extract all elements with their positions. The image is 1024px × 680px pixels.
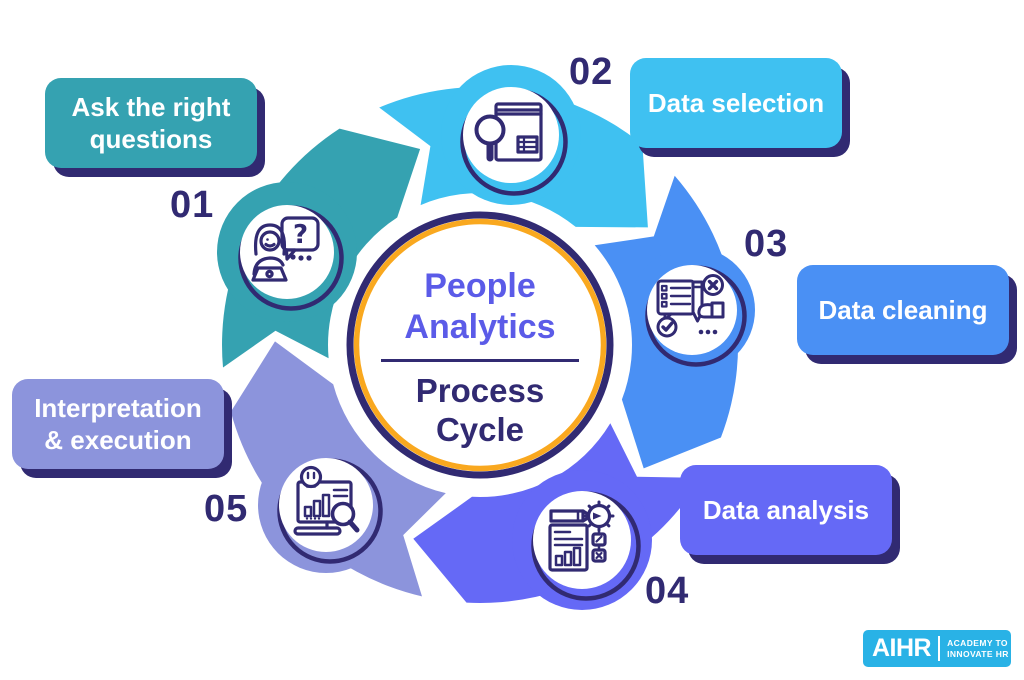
center-title: People Analytics bbox=[404, 267, 556, 346]
node-step4 bbox=[512, 470, 652, 610]
step2-label-box: Data selection bbox=[630, 58, 842, 148]
aihr-logo-divider bbox=[938, 636, 941, 661]
step5-number: 05 bbox=[204, 488, 249, 530]
center-circle-outer-ring bbox=[346, 211, 614, 479]
step1-label-box: Ask the right questions bbox=[45, 78, 257, 168]
document-magnifier-icon bbox=[474, 102, 543, 162]
step5-label-box: Interpretation & execution bbox=[12, 379, 224, 469]
aihr-logo: AIHR ACADEMY TO INNOVATE HR bbox=[863, 630, 1011, 667]
step4-number: 04 bbox=[645, 570, 690, 612]
center-subtitle: Process Cycle bbox=[415, 372, 545, 448]
step3-label-box: Data cleaning bbox=[797, 265, 1009, 355]
step3-number: 03 bbox=[744, 223, 789, 265]
step2-number: 02 bbox=[569, 51, 614, 93]
report-gear-icon bbox=[548, 500, 615, 572]
center-circle-gold-ring bbox=[353, 218, 607, 472]
aihr-logo-brand: AIHR bbox=[872, 634, 932, 662]
center-divider bbox=[381, 359, 579, 362]
node5-inner-circle bbox=[279, 458, 373, 552]
node-step3 bbox=[629, 247, 755, 373]
step1-number: 01 bbox=[170, 184, 215, 226]
node-step2 bbox=[441, 65, 581, 205]
center-text: People Analytics Process Cycle bbox=[350, 266, 610, 449]
node-step5 bbox=[258, 437, 394, 573]
aihr-logo-tagline: ACADEMY TO INNOVATE HR bbox=[947, 637, 1009, 659]
checklist-edit-icon bbox=[656, 274, 725, 338]
person-question-icon: ? bbox=[251, 216, 320, 282]
dashboard-insight-icon bbox=[293, 465, 360, 536]
node-step1: ? bbox=[217, 182, 357, 322]
question-mark-glyph: ? bbox=[293, 220, 308, 250]
step4-label-box: Data analysis bbox=[680, 465, 892, 555]
